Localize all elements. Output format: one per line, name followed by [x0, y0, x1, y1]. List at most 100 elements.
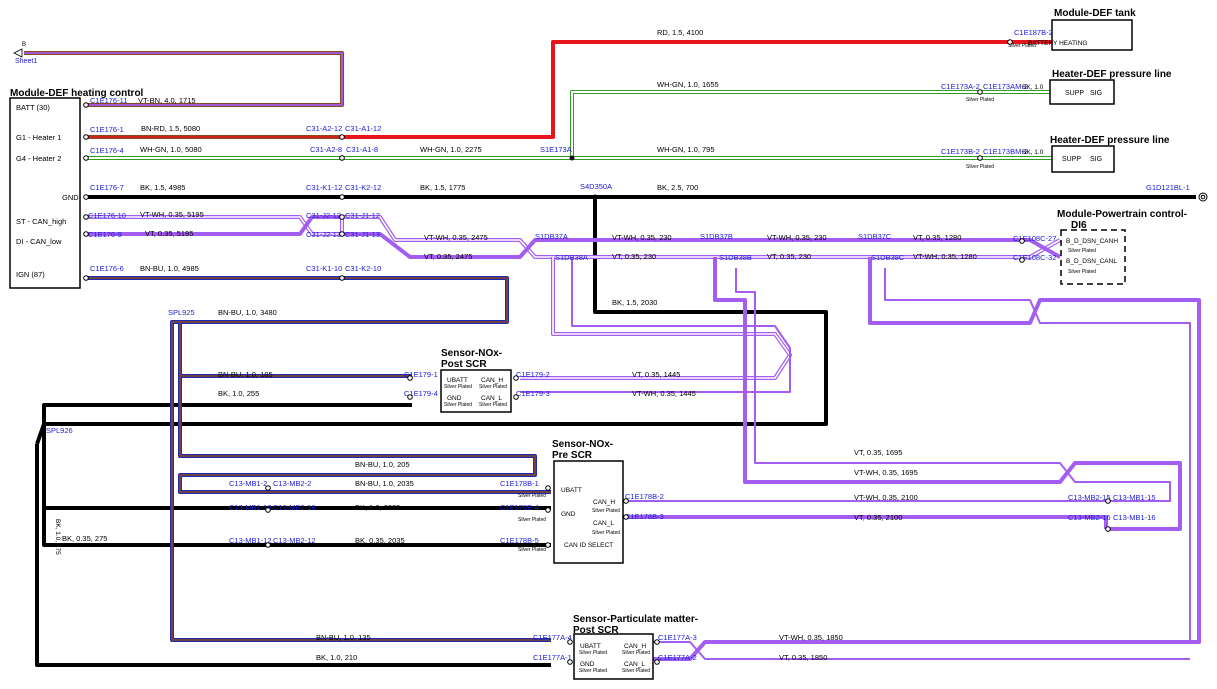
wire-ign-branch: [178, 322, 412, 378]
noxpre-pin-canh: CAN_H: [593, 499, 615, 506]
term: [977, 155, 983, 161]
terminals: [83, 39, 1208, 665]
offpage-sheet: Sheet1: [15, 58, 37, 65]
heating-pin-di: DI - CAN_low: [16, 237, 62, 246]
wire-label-16: VT-WH, 0.35, 230: [767, 233, 827, 242]
conn-pl2-b: C1E173BM-2: [983, 147, 1028, 156]
heating-pin-batt: BATT (30): [16, 103, 50, 112]
conn-pm-1: C1E177A-1: [533, 653, 572, 662]
wire-label-28: VT-WH, 0.35, 1695: [854, 468, 918, 477]
wire-label-8: BK, 1.5, 1775: [420, 183, 465, 192]
module-pl1-title: Heater-DEF pressure line: [1052, 69, 1172, 80]
wire-label-27: VT, 0.35, 1695: [854, 448, 902, 457]
plating-pl1: Silver Plated: [966, 97, 994, 103]
conn-mb2-16: C13-MB2-16: [1068, 513, 1111, 522]
wire-label-11: VT, 0.35, 5195: [145, 229, 193, 238]
term: [977, 89, 983, 95]
wire-heater1-red: [342, 40, 1072, 139]
module-noxpre-box: [553, 460, 624, 564]
splice-s4d350a: S4D350A: [580, 182, 612, 191]
heating-pin-st: ST - CAN_high: [16, 217, 66, 226]
conn-noxpre-5: C1E178B-5: [500, 536, 539, 545]
module-noxpost-title-2: Post SCR: [441, 359, 487, 370]
term: [339, 134, 345, 140]
term: [83, 231, 89, 237]
conn-pcm-32: C1E108C-32: [1013, 253, 1056, 262]
splice-dots: [569, 155, 598, 200]
can-splices-down-a-w: [520, 257, 791, 379]
splice-s1db38b: S1DB38B: [719, 253, 752, 262]
splice-spl926: SPL926: [46, 426, 73, 435]
plating-pm-3: Silver Plated: [579, 668, 607, 674]
splice-labels: S1E173A S4D350A S1DB37A S1DB38A S1DB37B …: [46, 145, 905, 435]
pl1-pin-supp: SUPP: [1065, 90, 1084, 97]
wire-label-37: BK, 1.0, 210: [316, 653, 357, 662]
conn-c31-j2-12: C31-J2-12: [306, 211, 341, 220]
conn-heat-gnd: C1E176-7: [90, 183, 124, 192]
wire-gnd-down: [42, 197, 828, 426]
can-splices-down-f: [884, 268, 1191, 642]
conn-mb2-12: C13-MB2-12: [273, 536, 316, 545]
term: [339, 155, 345, 161]
conn-c31-a2-8: C31-A2-8: [310, 145, 342, 154]
splice-s1db37c: S1DB37C: [858, 232, 892, 241]
conn-pl1-b: C1E173AM-2: [983, 82, 1028, 91]
conn-mb2-15: C13-MB2-15: [1068, 493, 1111, 502]
conn-mb2-18: C13-MB2-18: [273, 503, 316, 512]
offpage-arrow: [13, 48, 23, 58]
term: [1105, 526, 1111, 532]
wire-label-41: BK, 1.0: [1022, 84, 1044, 91]
module-pl2-box: [1051, 145, 1115, 173]
wire-label-39: VT, 0.35, 1850: [779, 653, 827, 662]
can-l-main: [88, 215, 1061, 259]
wire-label-14: VT-WH, 0.35, 230: [612, 233, 672, 242]
term: [1007, 39, 1013, 45]
term: [567, 659, 573, 665]
wire-gnd-spl926: [42, 424, 551, 547]
module-pcm-box: [1060, 229, 1126, 285]
term: [265, 542, 271, 548]
pm-pin-canl: CAN_L: [624, 661, 645, 668]
term: [339, 194, 345, 200]
conn-noxpre-3: C1E178B-3: [625, 512, 664, 521]
plating-noxpre-3: Silver Plated: [518, 547, 546, 553]
term: [339, 275, 345, 281]
can-splices-down-a: [520, 257, 792, 380]
ground-terminal-inner: [1200, 194, 1206, 200]
plating-noxpost-3: Silver Plated: [444, 402, 472, 408]
module-pcm-title-1: Module-Powertrain control-: [1057, 209, 1187, 220]
conn-noxpost-1: C1E179-1: [404, 370, 438, 379]
module-pm-title-2: Post SCR: [573, 625, 619, 636]
splice-s1db38c: S1DB38C: [871, 253, 905, 262]
pl2-pin-sig: SIG: [1090, 156, 1102, 163]
module-noxpost-box: [440, 369, 512, 413]
offpage-arrow-shape: [13, 48, 23, 58]
wire-label-19: VT-WH, 0.35, 1280: [913, 252, 977, 261]
conn-pm-2: C1E177A-2: [658, 653, 697, 662]
term: [407, 394, 413, 400]
plating-noxpre-2: Silver Plated: [518, 517, 546, 523]
wire-label-1: BN-RD, 1.5, 5080: [141, 124, 200, 133]
conn-noxpost-2: C1E179-2: [516, 370, 550, 379]
conn-c31-k1-10: C31-K1-10: [306, 264, 342, 273]
connector-labels: B Sheet1 C1E176-11 C1E176-1 C1E176-4 C1E…: [15, 28, 1190, 662]
term: [545, 507, 551, 513]
conn-heat-batt: C1E176-11: [90, 96, 127, 105]
wire-label-3: WH-GN, 1.0, 5080: [140, 145, 202, 154]
noxpre-pin-canid: CAN ID SELECT: [564, 542, 613, 549]
noxpre-pin-canl: CAN_L: [593, 520, 614, 527]
conn-mb2-2: C13-MB2-2: [273, 479, 311, 488]
wire-label-18: VT, 0.35, 1280: [913, 233, 961, 242]
term: [83, 155, 89, 161]
module-tank-title: Module-DEF tank: [1054, 8, 1136, 19]
module-noxpost-title-1: Sensor-NOx-: [441, 348, 502, 359]
conn-pl1-a: C1E173A-2: [941, 82, 980, 91]
conn-c31-k2-10: C31-K2-10: [345, 264, 381, 273]
wires-layer: [24, 40, 1201, 667]
plating-pcm-1: Silver Plated: [1068, 248, 1096, 254]
wire-ign-stripe: [88, 277, 551, 641]
wire-label-23: BN-BU, 1.0, 185: [218, 370, 273, 379]
plating-pm-2: Silver Plated: [622, 650, 650, 656]
can-splices-down-d: [735, 268, 1171, 502]
